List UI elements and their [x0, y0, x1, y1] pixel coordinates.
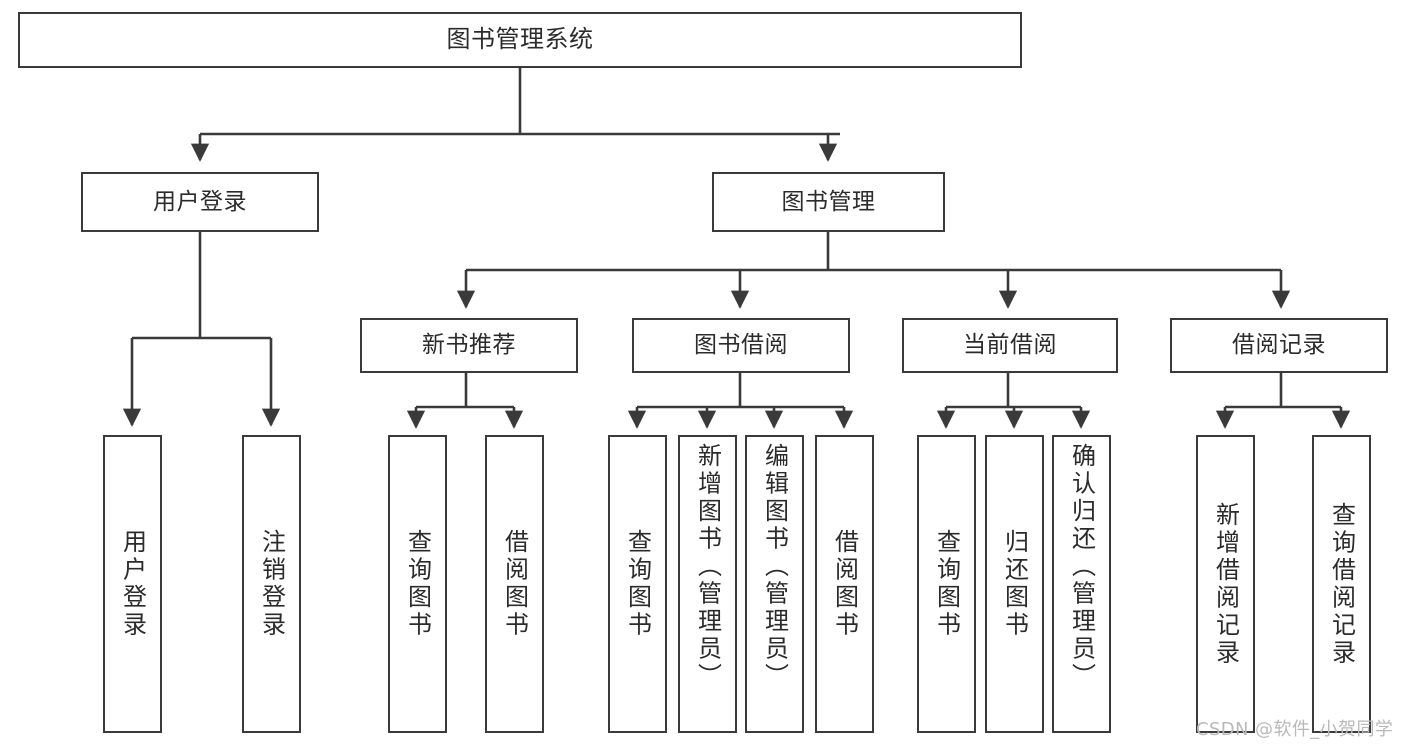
node-label: 用户登录	[153, 188, 247, 215]
node-leaf-user-login[interactable]: 用户登录	[103, 435, 162, 733]
node-label: 新增图书（管理员）	[693, 443, 722, 691]
node-leaf-query-book-1[interactable]: 查询图书	[388, 435, 447, 733]
node-label: 借阅图书	[500, 529, 529, 639]
node-leaf-query-record[interactable]: 查询借阅记录	[1312, 435, 1371, 733]
node-label: 当前借阅	[963, 332, 1057, 359]
node-label: 借阅记录	[1232, 332, 1326, 359]
node-label: 用户登录	[118, 529, 147, 639]
node-user-login[interactable]: 用户登录	[81, 172, 319, 232]
node-leaf-query-book-3[interactable]: 查询图书	[917, 435, 976, 733]
node-current-borrow[interactable]: 当前借阅	[902, 318, 1118, 373]
node-book-borrow[interactable]: 图书借阅	[632, 318, 850, 373]
node-label: 图书管理	[781, 188, 876, 215]
node-label: 确认归还（管理员）	[1067, 443, 1096, 691]
node-label: 借阅图书	[830, 529, 859, 639]
node-leaf-confirm-return[interactable]: 确认归还（管理员）	[1052, 435, 1111, 733]
node-leaf-return-book[interactable]: 归还图书	[985, 435, 1044, 733]
node-label: 图书管理系统	[446, 25, 594, 54]
node-leaf-add-record[interactable]: 新增借阅记录	[1196, 435, 1255, 733]
node-label: 查询图书	[403, 529, 432, 639]
node-book-manage[interactable]: 图书管理	[712, 172, 945, 232]
node-label: 注销登录	[257, 529, 286, 639]
csdn-watermark: CSDN @软件_小贺同学	[1196, 719, 1394, 740]
node-label: 新增借阅记录	[1211, 501, 1240, 667]
node-label: 图书借阅	[694, 332, 788, 359]
node-leaf-borrow-book-1[interactable]: 借阅图书	[485, 435, 544, 733]
node-label: 新书推荐	[422, 332, 516, 359]
node-label: 查询借阅记录	[1327, 501, 1356, 667]
node-label: 编辑图书（管理员）	[760, 443, 789, 691]
node-leaf-query-book-2[interactable]: 查询图书	[608, 435, 667, 733]
node-label: 查询图书	[932, 529, 961, 639]
node-leaf-logout[interactable]: 注销登录	[242, 435, 301, 733]
node-leaf-borrow-book-2[interactable]: 借阅图书	[815, 435, 874, 733]
node-label: 归还图书	[1000, 529, 1029, 639]
node-leaf-add-book[interactable]: 新增图书（管理员）	[678, 435, 737, 733]
node-borrow-record[interactable]: 借阅记录	[1170, 318, 1388, 373]
node-root-book-management-system[interactable]: 图书管理系统	[18, 12, 1022, 68]
node-label: 查询图书	[623, 529, 652, 639]
node-leaf-edit-book[interactable]: 编辑图书（管理员）	[745, 435, 804, 733]
node-new-book-rec[interactable]: 新书推荐	[360, 318, 578, 373]
